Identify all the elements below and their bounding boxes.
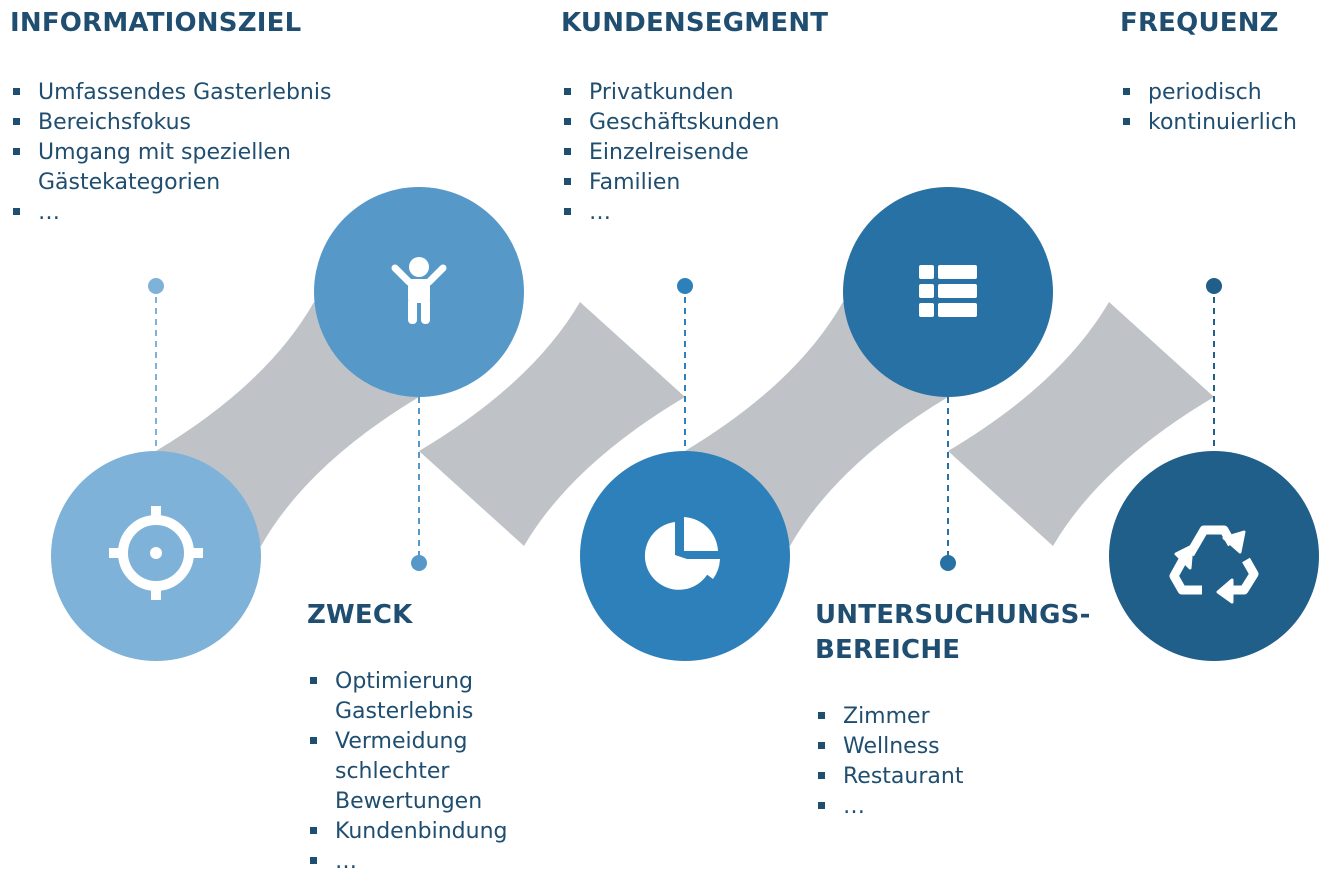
list-item: Umfassendes Gasterlebnis: [10, 78, 370, 108]
person-icon: [391, 257, 447, 324]
pie-chart-icon: [644, 517, 720, 590]
guide-dot-informationsziel: [148, 278, 164, 294]
list-item: …: [307, 847, 557, 877]
list-item: Wellness: [815, 732, 1105, 762]
list-item: Kundenbindung: [307, 817, 557, 847]
item-list: Zimmer Wellness Restaurant …: [815, 702, 1105, 822]
block-title: INFORMATIONSZIEL: [10, 8, 302, 38]
list-item: Privatkunden: [561, 78, 861, 108]
block-untersuchungsbereiche: UNTERSUCHUNGS- BEREICHE Zimmer Wellness …: [815, 598, 1105, 822]
guide-dot-zweck: [411, 555, 427, 571]
list-item: Umgang mit speziellen Gästekategorien: [10, 138, 318, 198]
item-list: Umfassendes Gasterlebnis Bereichsfokus U…: [10, 78, 370, 228]
recycle-icon: [1169, 525, 1259, 604]
block-frequenz: FREQUENZ periodisch kontinuierlich: [1120, 6, 1325, 138]
block-kundensegment: KUNDENSEGMENT Privatkunden Geschäftskund…: [561, 6, 861, 228]
list-icon: [919, 265, 977, 317]
list-item: …: [561, 198, 861, 228]
block-title: FREQUENZ: [1120, 8, 1279, 38]
list-item: Vermeidung schlechter Bewertungen: [307, 727, 505, 817]
item-list: Optimierung Gasterlebnis Vermeidung schl…: [307, 667, 557, 877]
block-informationsziel: INFORMATIONSZIEL Umfassendes Gasterlebni…: [10, 6, 370, 228]
list-item: Zimmer: [815, 702, 1105, 732]
connector-2: [419, 302, 685, 546]
block-zweck: ZWECK Optimierung Gasterlebnis Vermeidun…: [307, 598, 557, 877]
list-item: …: [10, 198, 370, 228]
list-item: Geschäftskunden: [561, 108, 861, 138]
dashed-guides: [148, 278, 1222, 571]
item-list: Privatkunden Geschäftskunden Einzelreise…: [561, 78, 861, 228]
step-circle-frequenz: [1109, 451, 1319, 661]
list-item: kontinuierlich: [1120, 108, 1325, 138]
connector-4: [948, 302, 1214, 546]
list-item: Bereichsfokus: [10, 108, 370, 138]
target-icon: [109, 506, 203, 600]
guide-dot-frequenz: [1206, 278, 1222, 294]
list-item: Familien: [561, 168, 861, 198]
block-title: ZWECK: [307, 600, 413, 630]
list-item: Restaurant: [815, 762, 1105, 792]
block-title-line-2: BEREICHE: [815, 635, 961, 665]
step-circle-kundensegment: [580, 451, 790, 661]
list-item: …: [815, 792, 1105, 822]
block-title: UNTERSUCHUNGS-: [815, 600, 1091, 630]
list-item: periodisch: [1120, 78, 1325, 108]
list-item: Einzelreisende: [561, 138, 861, 168]
guide-dot-untersuchungsbereiche: [940, 555, 956, 571]
block-title: KUNDENSEGMENT: [561, 8, 829, 38]
guide-dot-kundensegment: [677, 278, 693, 294]
list-item: Optimierung Gasterlebnis: [307, 667, 495, 727]
item-list: periodisch kontinuierlich: [1120, 78, 1325, 138]
